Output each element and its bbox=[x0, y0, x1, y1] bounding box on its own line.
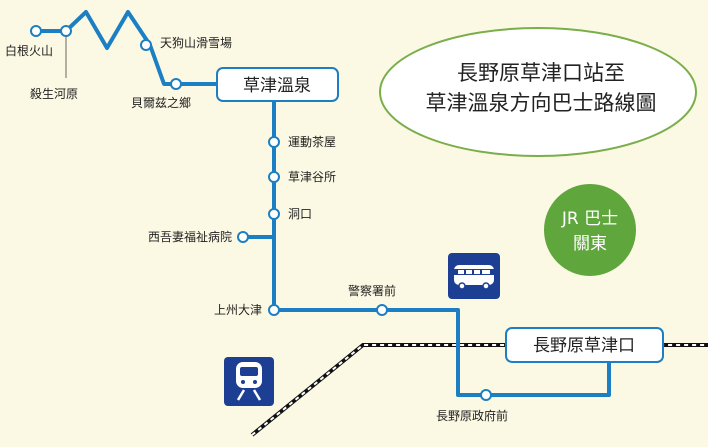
stop-label-kaisei: 貝爾兹之鄉 bbox=[131, 96, 191, 110]
jr-badge: JR 巴士 關東 bbox=[544, 184, 636, 276]
terminal-kusatsu-onsen: 草津溫泉 bbox=[216, 67, 339, 102]
stop-markers bbox=[30, 25, 492, 401]
terminal-label-naganohara: 長野原草津口 bbox=[533, 336, 635, 356]
badge-line-2: 關東 bbox=[573, 234, 607, 254]
title-line-2: 草津溫泉方向巴士路線圖 bbox=[426, 91, 657, 115]
badge-line-1: JR 巴士 bbox=[561, 209, 618, 229]
stop-marker-shirane bbox=[30, 25, 42, 37]
stop-label-nishiagatsuma: 西吾妻福祉病院 bbox=[148, 229, 232, 244]
stop-marker-keisatsu bbox=[376, 304, 388, 316]
stop-label-tanisho: 草津谷所 bbox=[288, 170, 336, 184]
stop-label-tengu: 天狗山滑雪場 bbox=[160, 36, 232, 50]
title-line-1: 長野原草津口站至 bbox=[457, 61, 625, 85]
stop-label-joshuotsu: 上州大津 bbox=[214, 303, 262, 317]
stop-label-sessho: 殺生河原 bbox=[30, 87, 78, 101]
stop-label-keisatsu: 警察署前 bbox=[348, 283, 396, 298]
stop-label-shirane: 白根火山 bbox=[5, 43, 53, 58]
stop-label-undo: 運動茶屋 bbox=[288, 134, 336, 149]
stop-label-seifumae: 長野原政府前 bbox=[436, 408, 508, 423]
bus-icon bbox=[448, 253, 500, 299]
stop-marker-doguchi bbox=[268, 208, 280, 220]
terminal-naganohara: 長野原草津口 bbox=[505, 327, 664, 363]
terminal-label-kusatsu-onsen: 草津溫泉 bbox=[243, 76, 311, 96]
stop-marker-sessho bbox=[60, 25, 72, 37]
title-ellipse: 長野原草津口站至 草津溫泉方向巴士路線圖 bbox=[379, 27, 697, 157]
stop-marker-joshuotsu bbox=[268, 304, 280, 316]
stop-marker-tengu bbox=[140, 39, 152, 51]
stop-marker-nishiagatsuma bbox=[237, 231, 249, 243]
stop-marker-undo bbox=[268, 136, 280, 148]
stop-marker-tanisho bbox=[268, 171, 280, 183]
train-icon bbox=[224, 357, 274, 406]
stop-marker-seifumae bbox=[480, 389, 492, 401]
stop-label-doguchi: 洞口 bbox=[288, 207, 312, 221]
stop-marker-kaisei bbox=[170, 78, 182, 90]
